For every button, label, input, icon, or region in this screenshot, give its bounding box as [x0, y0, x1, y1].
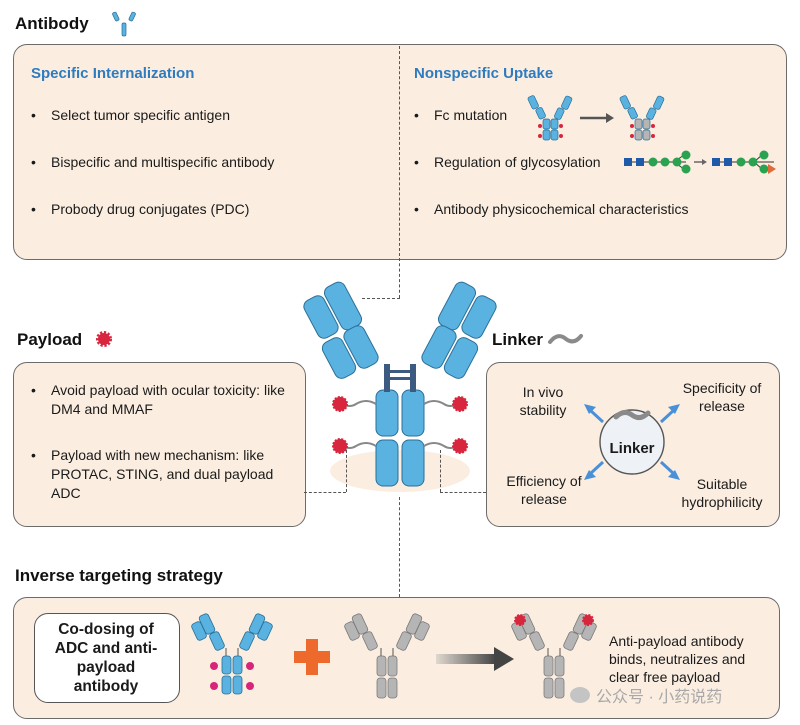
connector-line — [440, 450, 441, 492]
connector-line — [440, 492, 486, 493]
nonspecific-uptake-title: Nonspecific Uptake — [414, 65, 554, 82]
anti-payload-antibody-illustration — [344, 613, 430, 699]
payload-item: Payload with new mechanism: like PROTAC,… — [31, 446, 291, 503]
adc-shadow — [330, 450, 470, 492]
payload-icon — [452, 396, 468, 412]
antibody-icon — [112, 11, 136, 37]
antibody-heading: Antibody — [15, 14, 89, 33]
payload-icon — [96, 331, 112, 347]
payload-item: Avoid payload with ocular toxicity: like… — [31, 381, 291, 419]
arrow-icon — [580, 113, 614, 123]
mutated-antibody-mini — [619, 95, 665, 141]
specific-item: Probody drug conjugates (PDC) — [31, 200, 249, 219]
watermark-text: 公众号 · 小药说药 — [596, 689, 723, 706]
glycosylation-illustration — [624, 150, 776, 174]
antibody-panel-divider — [399, 46, 400, 256]
linker-heading: Linker — [492, 330, 544, 349]
payload-icon — [452, 438, 468, 454]
connector-line — [399, 497, 400, 597]
anti-payload-description: Anti-payload antibody binds, neutralizes… — [609, 633, 746, 685]
arrow-icon — [694, 159, 707, 165]
codosing-label: Co-dosing of ADC and anti-payload antibo… — [54, 621, 158, 695]
arrow-icon — [659, 404, 680, 424]
original-antibody-mini — [527, 95, 573, 141]
connector-line — [304, 492, 346, 493]
linker-circle — [599, 409, 665, 475]
linker-icon — [613, 409, 651, 421]
linker-property: Specificity of release — [682, 380, 762, 414]
connector-line — [346, 450, 347, 492]
payload-icon — [332, 438, 348, 454]
arrow-icon — [659, 460, 680, 480]
inverse-targeting-heading: Inverse targeting strategy — [15, 566, 223, 585]
linker-center-label: Linker — [609, 440, 655, 457]
payload-icon — [514, 614, 526, 626]
nonspecific-item: Regulation of glycosylation — [414, 153, 600, 172]
specific-internalization-title: Specific Internalization — [31, 65, 195, 82]
payload-icon — [332, 396, 348, 412]
central-adc-illustration — [303, 281, 497, 487]
adc-with-payload-illustration — [191, 613, 273, 695]
watermark: 公众号 · 小药说药 — [570, 683, 722, 707]
specific-item: Select tumor specific antigen — [31, 106, 230, 125]
antibody-panel — [13, 44, 787, 260]
fc-mutation-illustration — [527, 95, 665, 141]
connector-line — [362, 298, 400, 299]
arrow-icon — [584, 460, 605, 480]
linker-property: Suitable hydrophilicity — [681, 476, 763, 510]
linker-property: In vivo stability — [519, 384, 567, 418]
payload-heading: Payload — [17, 330, 83, 349]
wechat-icon — [570, 687, 590, 703]
neutralized-antibody-illustration — [511, 613, 597, 699]
arrow-icon — [584, 404, 605, 424]
linker-diagram — [584, 404, 680, 480]
payload-icon — [582, 614, 594, 626]
connector-line — [399, 258, 400, 298]
codosing-box — [34, 613, 180, 703]
linker-icon — [548, 334, 583, 344]
nonspecific-item: Antibody physicochemical characteristics — [414, 200, 688, 219]
nonspecific-item: Fc mutation — [414, 106, 507, 125]
specific-item: Bispecific and multispecific antibody — [31, 153, 274, 172]
linker-property: Efficiency of release — [506, 473, 582, 507]
gradient-arrow-icon — [436, 647, 514, 671]
plus-icon — [294, 639, 330, 675]
